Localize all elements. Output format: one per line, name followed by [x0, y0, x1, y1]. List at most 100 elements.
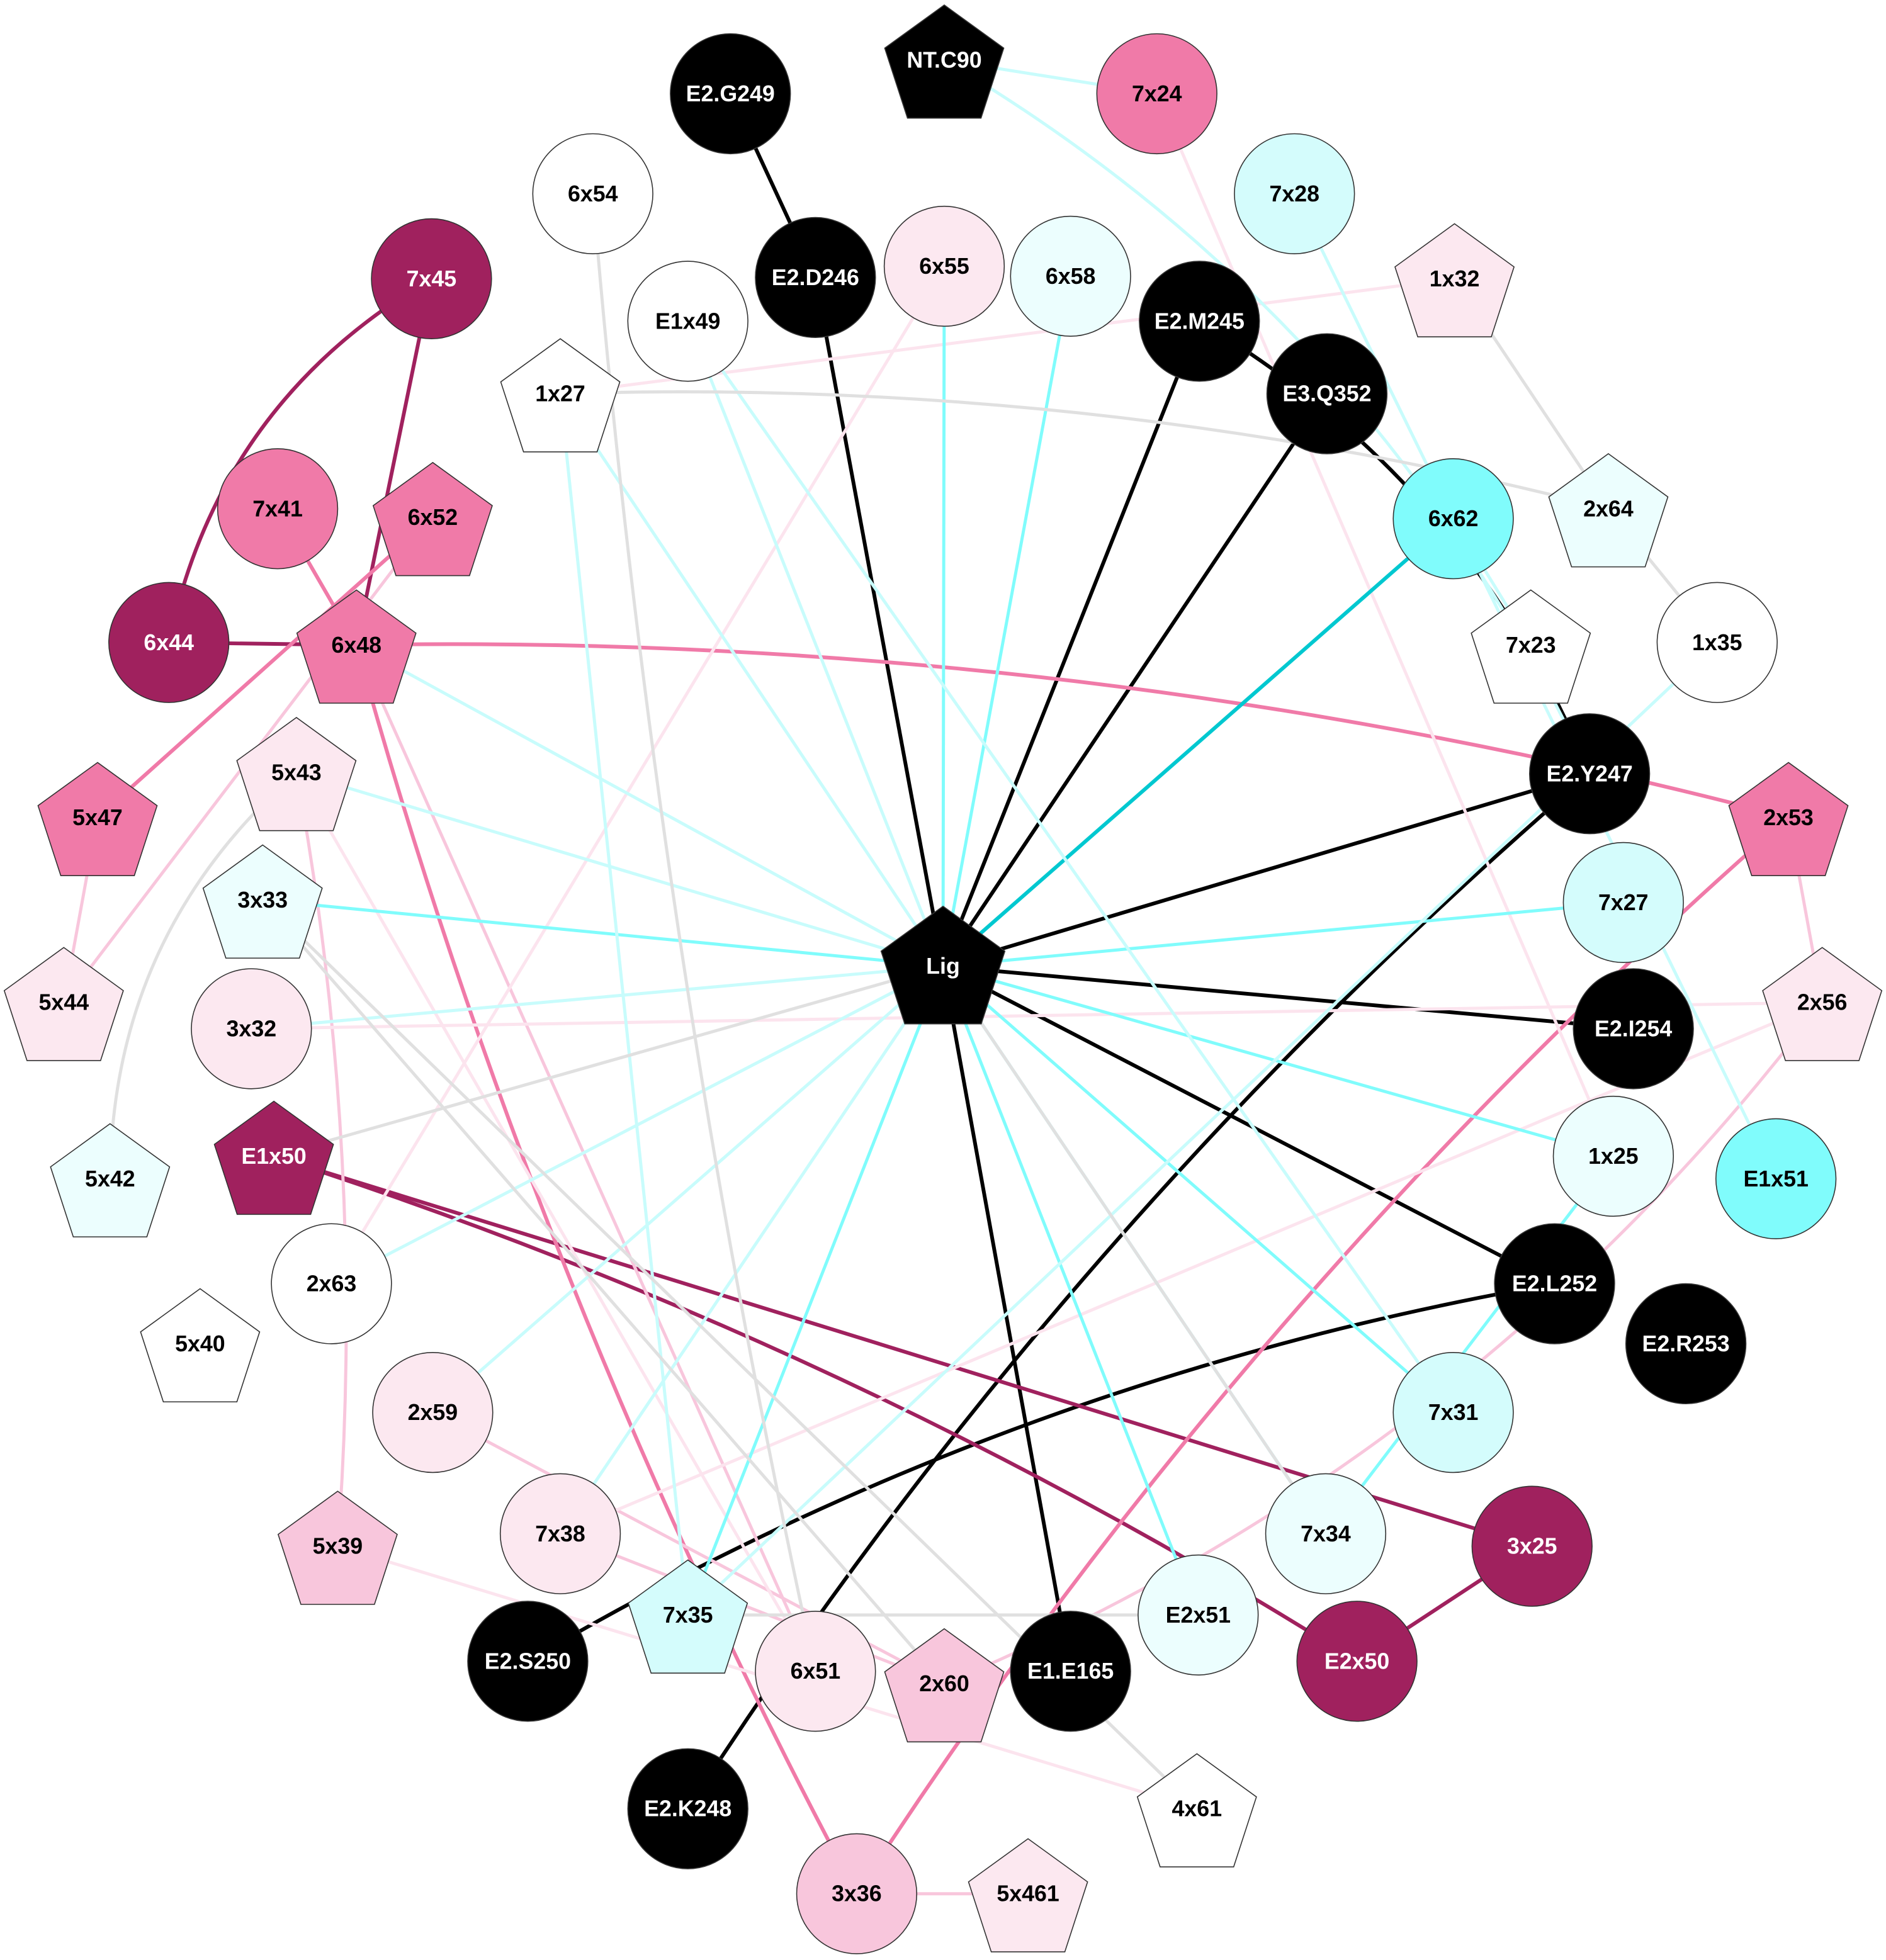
node-1x35[interactable]: 1x35 [1656, 582, 1778, 703]
node-7x34[interactable]: 7x34 [1265, 1473, 1387, 1594]
node-6x62[interactable]: 6x62 [1392, 458, 1514, 580]
node-7x38[interactable]: 7x38 [499, 1473, 621, 1594]
node-e1x50[interactable]: E1x50 [213, 1100, 334, 1215]
node-circle-shape [1010, 1611, 1131, 1732]
edge-1x27-7x35 [558, 393, 690, 1616]
edge-e3-q352-lig [941, 392, 1329, 967]
node-circle-shape [1552, 1095, 1674, 1217]
node-e2-i254[interactable]: E2.I254 [1573, 968, 1694, 1090]
node-6x51[interactable]: 6x51 [755, 1611, 876, 1732]
node-e2-g249[interactable]: E2.G249 [670, 33, 791, 155]
node-lig[interactable]: Lig [880, 905, 1006, 1025]
node-2x60[interactable]: 2x60 [884, 1628, 1005, 1743]
node-5x42[interactable]: 5x42 [50, 1123, 171, 1237]
node-e3-q352[interactable]: E3.Q352 [1266, 333, 1388, 454]
node-e1x51[interactable]: E1x51 [1715, 1118, 1837, 1239]
node-label: 2x64 [1583, 496, 1634, 521]
node-7x45[interactable]: 7x45 [371, 218, 492, 339]
node-e2-l252[interactable]: E2.L252 [1494, 1223, 1615, 1344]
node-label: 7x24 [1132, 81, 1182, 106]
node-6x55[interactable]: 6x55 [883, 205, 1005, 327]
node-6x58[interactable]: 6x58 [1010, 215, 1131, 337]
edge-6x52-5x47 [96, 515, 434, 819]
node-1x32[interactable]: 1x32 [1394, 223, 1515, 338]
node-nt-c90[interactable]: NT.C90 [884, 4, 1005, 119]
node-label: 2x56 [1797, 990, 1848, 1015]
node-5x39[interactable]: 5x39 [277, 1490, 398, 1605]
node-label: 2x63 [307, 1271, 357, 1297]
node-label: 5x461 [997, 1881, 1059, 1906]
node-7x27[interactable]: 7x27 [1562, 842, 1684, 963]
node-label: 5x39 [313, 1534, 363, 1559]
node-label: 6x44 [144, 630, 194, 655]
edge-e2x51-lig [941, 966, 1200, 1616]
node-e2x50[interactable]: E2x50 [1296, 1601, 1418, 1722]
node-circle-shape [499, 1473, 621, 1594]
node-label: E2.G249 [686, 81, 775, 106]
node-6x48[interactable]: 6x48 [296, 589, 417, 704]
node-4x61[interactable]: 4x61 [1136, 1753, 1257, 1867]
node-2x64[interactable]: 2x64 [1548, 453, 1669, 568]
edge-5x43-6x51 [295, 772, 817, 1672]
node-circle-shape [467, 1601, 589, 1722]
node-circle-shape [1494, 1223, 1615, 1344]
node-7x35[interactable]: 7x35 [628, 1559, 748, 1674]
node-7x23[interactable]: 7x23 [1471, 589, 1591, 704]
node-pentagon-shape [372, 461, 493, 577]
node-e2-s250[interactable]: E2.S250 [467, 1601, 589, 1722]
node-1x27[interactable]: 1x27 [500, 338, 621, 453]
node-e2-y247[interactable]: E2.Y247 [1528, 713, 1651, 835]
node-e2-k248[interactable]: E2.K248 [627, 1748, 748, 1869]
node-6x52[interactable]: 6x52 [372, 461, 493, 577]
node-label: 7x41 [252, 496, 303, 521]
node-e2-r253[interactable]: E2.R253 [1625, 1283, 1747, 1405]
node-e2-d246[interactable]: E2.D246 [755, 217, 876, 339]
node-e1x49[interactable]: E1x49 [627, 261, 748, 382]
node-label: 6x55 [919, 254, 969, 279]
node-5x461[interactable]: 5x461 [968, 1838, 1088, 1952]
node-7x28[interactable]: 7x28 [1234, 133, 1355, 254]
node-pentagon-shape [884, 1628, 1005, 1743]
node-2x56[interactable]: 2x56 [1762, 947, 1883, 1061]
node-5x40[interactable]: 5x40 [140, 1288, 261, 1403]
node-e2x51[interactable]: E2x51 [1138, 1554, 1259, 1676]
edge-7x27-lig [942, 901, 1624, 968]
node-label: E2.L252 [1512, 1271, 1597, 1297]
edge-layer [62, 58, 1824, 1896]
node-7x41[interactable]: 7x41 [217, 448, 339, 570]
node-2x59[interactable]: 2x59 [372, 1352, 494, 1473]
edge-1x25-7x34 [1324, 1155, 1615, 1535]
node-5x43[interactable]: 5x43 [236, 716, 357, 831]
node-6x44[interactable]: 6x44 [108, 582, 230, 703]
node-1x25[interactable]: 1x25 [1552, 1095, 1674, 1217]
edge-5x43-5x42 [108, 771, 298, 1179]
node-6x54[interactable]: 6x54 [532, 133, 653, 254]
node-pentagon-shape [1762, 947, 1883, 1061]
node-e1-e165[interactable]: E1.E165 [1010, 1611, 1131, 1732]
node-circle-shape [627, 1748, 748, 1869]
node-2x63[interactable]: 2x63 [271, 1223, 392, 1344]
node-2x53[interactable]: 2x53 [1728, 762, 1849, 876]
node-e2-m245[interactable]: E2.M245 [1139, 261, 1260, 382]
node-pentagon-shape [1728, 762, 1849, 876]
node-circle-shape [1266, 333, 1388, 454]
node-5x44[interactable]: 5x44 [3, 947, 124, 1061]
edge-1x27-lig [558, 393, 945, 967]
node-label: E2.S250 [485, 1648, 571, 1674]
node-pentagon-shape [202, 844, 323, 959]
node-3x33[interactable]: 3x33 [202, 844, 323, 959]
node-3x36[interactable]: 3x36 [796, 1833, 918, 1954]
node-5x47[interactable]: 5x47 [37, 762, 158, 876]
node-pentagon-shape [628, 1559, 748, 1674]
node-label: 3x33 [237, 887, 288, 913]
edge-e1x50-lig [273, 964, 944, 1158]
node-3x32[interactable]: 3x32 [191, 968, 312, 1090]
node-circle-shape [883, 205, 1005, 327]
node-7x24[interactable]: 7x24 [1096, 33, 1217, 155]
node-7x31[interactable]: 7x31 [1392, 1352, 1514, 1473]
node-label: E1x50 [241, 1144, 306, 1169]
node-label: E1x49 [655, 308, 720, 334]
edge-6x55-2x63 [330, 265, 946, 1285]
node-3x25[interactable]: 3x25 [1471, 1485, 1593, 1607]
node-circle-shape [755, 217, 876, 339]
